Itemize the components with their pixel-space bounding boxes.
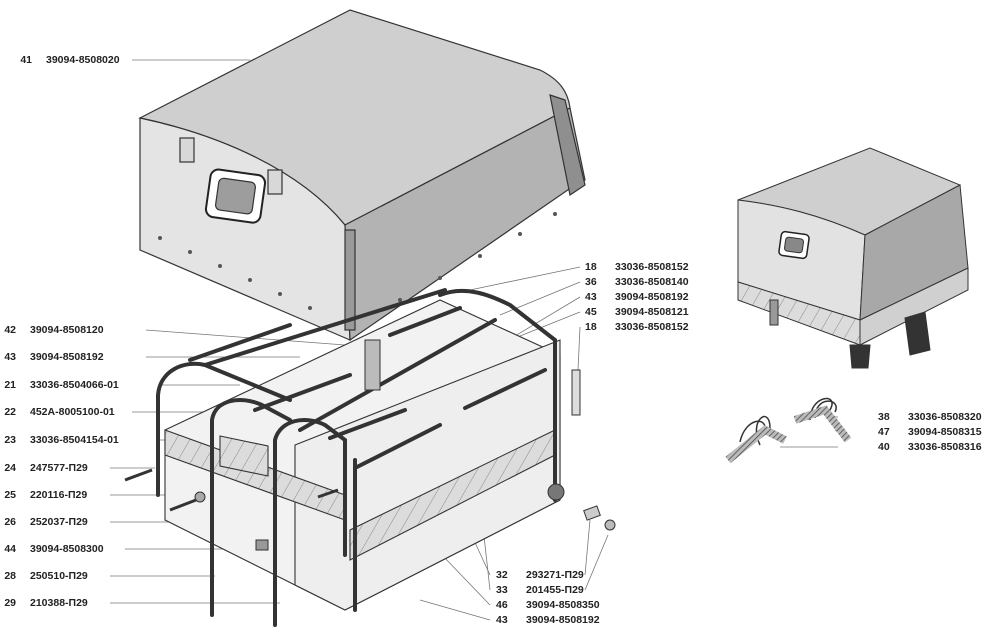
hook-parts xyxy=(725,397,852,464)
assembled-view xyxy=(737,147,969,369)
roof-slats xyxy=(188,306,547,470)
tarpaulin-eyelets xyxy=(158,212,557,310)
tarpaulin-cover xyxy=(138,9,586,342)
frame-bows xyxy=(156,288,557,627)
hardware-parts xyxy=(124,339,616,551)
cargo-box xyxy=(164,299,561,611)
